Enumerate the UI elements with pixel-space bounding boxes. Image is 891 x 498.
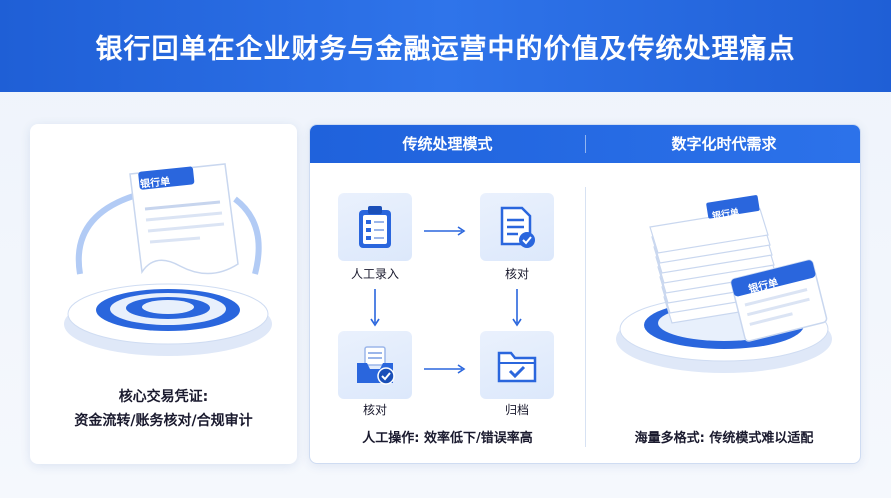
core-voucher-caption-line2: 资金流转/账务核对/合规审计 xyxy=(74,413,253,429)
digital-demand-caption: 海量多格式: 传统模式难以适配 xyxy=(634,431,814,446)
step-archive-tile xyxy=(480,331,554,399)
step-manual-entry-label: 人工录入 xyxy=(350,267,399,281)
page-title: 银行回单在企业财务与金融运营中的价值及传统处理痛点 xyxy=(95,33,796,65)
step-verify-tile xyxy=(480,193,554,261)
arrow-down-icon xyxy=(370,289,380,327)
document-check-icon xyxy=(500,206,535,248)
comparison-header: 传统处理模式 数字化时代需求 xyxy=(310,125,860,163)
step-manual-entry-tile xyxy=(338,193,412,261)
header-divider xyxy=(585,135,586,153)
clipboard-icon xyxy=(359,206,391,248)
title-banner: 银行回单在企业财务与金融运营中的价值及传统处理痛点 xyxy=(0,0,891,92)
traditional-mode-caption: 人工操作: 效率低下/错误率高 xyxy=(362,431,533,446)
receipt-stack-illustration xyxy=(616,195,832,373)
traditional-mode-title: 传统处理模式 xyxy=(402,135,493,153)
receipt-label: 银行单 xyxy=(139,176,171,191)
arrow-right-icon xyxy=(424,226,466,236)
step-verify-label: 核对 xyxy=(504,267,529,281)
inbox-check-icon xyxy=(357,346,395,385)
step-check-label: 核对 xyxy=(362,403,387,417)
core-voucher-caption-line1: 核心交易凭证: xyxy=(118,389,209,405)
step-archive-label: 归档 xyxy=(504,403,529,417)
digital-demand-title: 数字化时代需求 xyxy=(671,135,777,153)
folder-check-icon xyxy=(497,351,537,383)
processing-comparison-card: 传统处理模式 数字化时代需求 人工录入 核对 xyxy=(309,124,861,464)
arrow-down-icon xyxy=(512,289,522,327)
arrow-right-icon xyxy=(424,364,466,374)
step-check-tile xyxy=(338,331,412,399)
receipt-podium-illustration xyxy=(64,163,272,356)
core-voucher-card: 银行单 核心交易凭证: 资金流转/账务核对/合规审计 xyxy=(30,124,297,464)
column-divider xyxy=(585,187,586,447)
